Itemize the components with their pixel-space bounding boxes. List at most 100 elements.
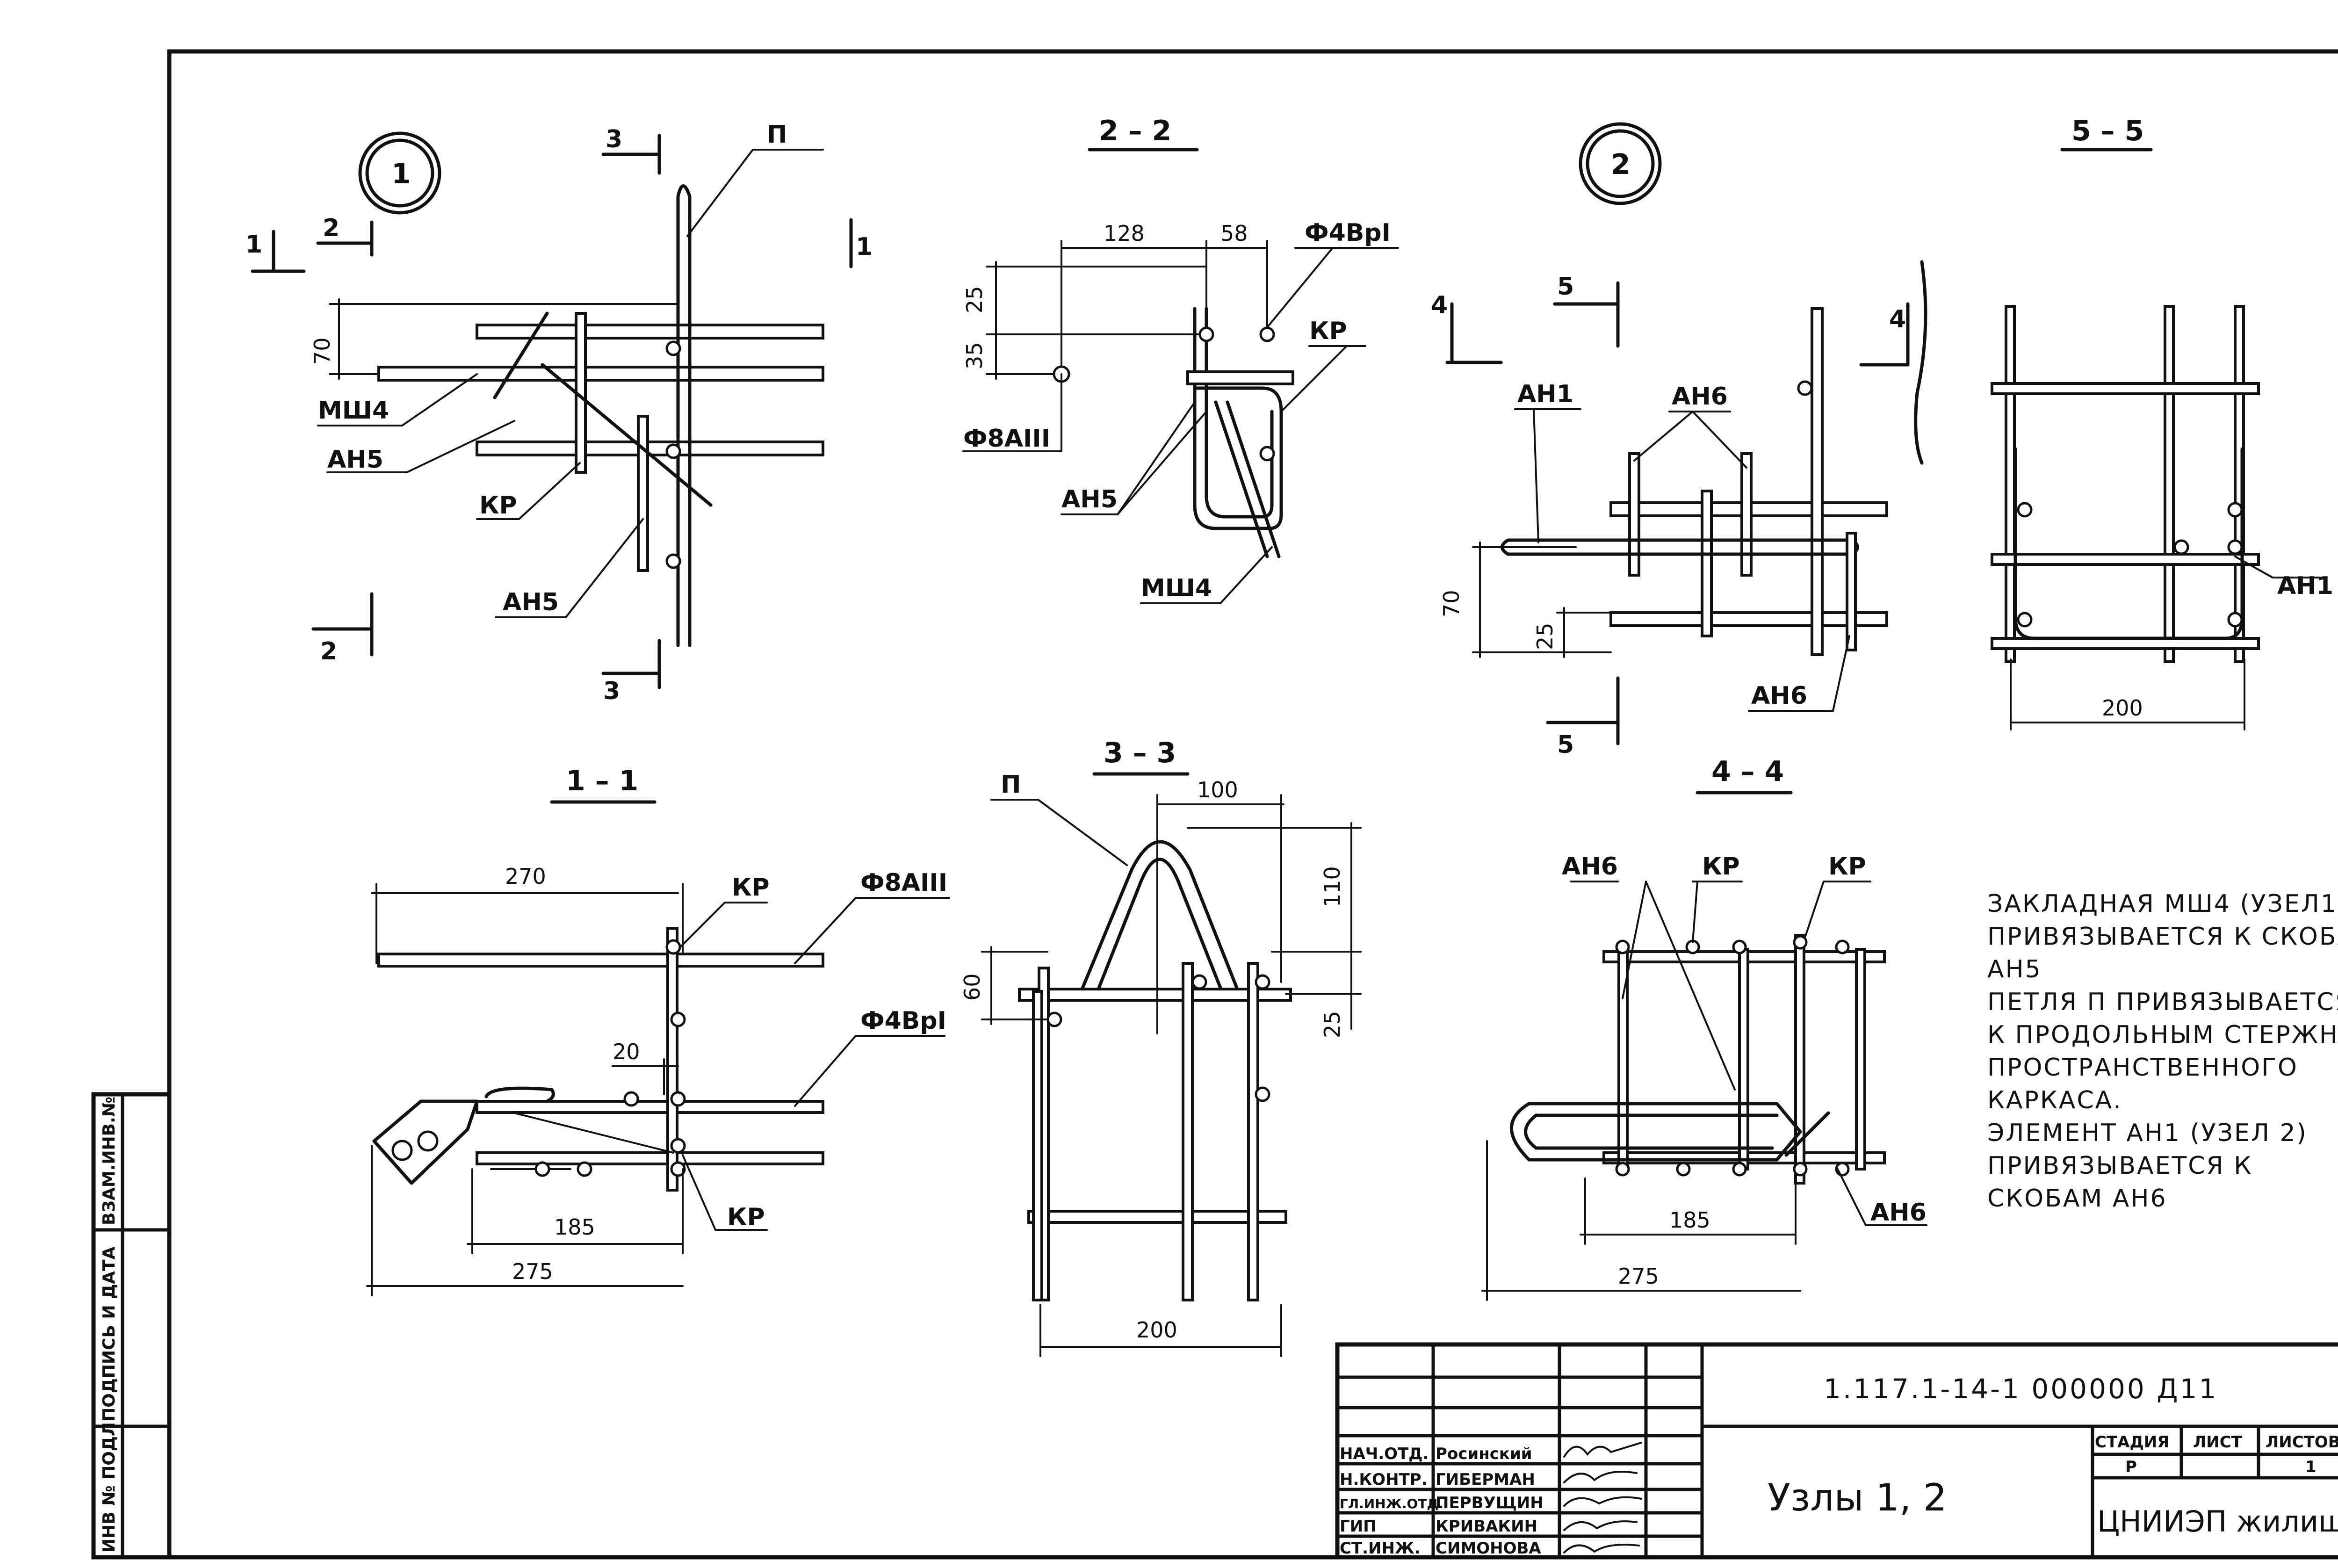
- stamp-replacing-inventory: ВЗАМ.ИНВ.№: [100, 1097, 119, 1225]
- section-3-3-title: 3 – 3: [1104, 737, 1176, 769]
- cut-4-left: 4: [1431, 291, 1448, 319]
- note-line-5: К ПРОДОЛЬНЫМ СТЕРЖНЯМ: [1987, 1021, 2338, 1049]
- dim-185-s11: 185: [554, 1214, 595, 1240]
- label-d4vp1-s11: Ф4ВрI: [860, 1007, 946, 1035]
- dim-35-s22: 35: [962, 342, 987, 369]
- signature-2: [1563, 1471, 1638, 1483]
- organization: ЦНИИЭП жилища: [2097, 1504, 2338, 1539]
- label-an5-s22: АН5: [1061, 485, 1118, 513]
- note-line-2: ПРИВЯЗЫВАЕТСЯ К СКОБАМ: [1987, 923, 2338, 951]
- cut-2-bottom: 2: [320, 637, 337, 665]
- name-head-dept: Росинский: [1436, 1445, 1532, 1463]
- sheets-value: 1: [2305, 1458, 2316, 1476]
- node-1-view: 1 1 2 3 1 2 3 70 П МШ4: [245, 121, 873, 705]
- note-line-7: КАРКАСА.: [1987, 1086, 2122, 1114]
- sheet-label: ЛИСТ: [2193, 1433, 2243, 1452]
- cut-1-left: 1: [245, 231, 262, 259]
- label-an1-node2: АН1: [1517, 380, 1573, 408]
- sheet-title: Узлы 1, 2: [1768, 1476, 1947, 1519]
- dim-60: 60: [960, 973, 985, 1001]
- cut-4-right: 4: [1889, 305, 1906, 333]
- role-norm-control: Н.КОНТР.: [1340, 1470, 1428, 1489]
- section-4-4: 4 – 4 АН6 КР КР АН6 185 275: [1481, 755, 1927, 1301]
- label-d4vp1-s22: Ф4ВрI: [1305, 219, 1391, 247]
- label-d8a3-s22: Ф8АIII: [963, 425, 1050, 453]
- section-2-2: 2 – 2 128 58 25 35 Ф8АIII КР Ф4ВрI АН5: [962, 115, 1399, 604]
- label-kr-s11-bottom: КР: [727, 1203, 765, 1231]
- note-line-9: ПРИВЯЗЫВАЕТСЯ К: [1987, 1152, 2252, 1180]
- side-stamp: ИНВ № ПОДЛ ПОДПИСЬ И ДАТА ВЗАМ.ИНВ.№: [91, 1092, 172, 1560]
- signature-1: [1563, 1442, 1642, 1458]
- dim-20: 20: [613, 1039, 640, 1064]
- note-line-3: АН5: [1987, 955, 2042, 983]
- stage-label: СТАДИЯ: [2095, 1433, 2169, 1452]
- cut-5-top: 5: [1557, 273, 1574, 301]
- label-kr-s44-left: КР: [1702, 853, 1740, 881]
- role-head-dept: НАЧ.ОТД.: [1340, 1445, 1429, 1463]
- section-1-1-title: 1 – 1: [566, 765, 638, 797]
- label-msh4-s22: МШ4: [1141, 574, 1212, 602]
- stage-value: Р: [2125, 1458, 2137, 1476]
- role-chief-eng-dept: ГЛ.ИНЖ.ОТД.: [1340, 1496, 1443, 1511]
- label-p-node1: П: [767, 121, 787, 149]
- name-chief-project-eng: КРИВАКИН: [1436, 1517, 1537, 1536]
- signature-3: [1563, 1496, 1642, 1507]
- cut-2-top: 2: [323, 214, 339, 242]
- label-msh4-node1: МШ4: [318, 397, 389, 425]
- label-an1-s55: АН1: [2277, 572, 2333, 600]
- dim-128: 128: [1104, 221, 1145, 246]
- label-kr-node1: КР: [479, 491, 517, 520]
- label-an6-node2-bottom: АН6: [1751, 682, 1807, 710]
- role-senior-eng: СТ.ИНЖ.: [1340, 1539, 1421, 1558]
- stamp-signature-date: ПОДПИСЬ И ДАТА: [100, 1246, 119, 1422]
- node-1-number: 1: [391, 158, 411, 190]
- node-2-view: 2 5 4 4 5 70 25 АН1 АН6 АН6: [1431, 122, 1927, 759]
- note-line-4: ПЕТЛЯ П ПРИВЯЗЫВАЕТСЯ: [1987, 988, 2338, 1016]
- note-line-6: ПРОСТРАНСТВЕННОГО: [1987, 1054, 2298, 1082]
- signature-4: [1563, 1520, 1638, 1531]
- label-an6-s44-bottom: АН6: [1870, 1199, 1927, 1227]
- cut-1-right: 1: [856, 233, 873, 261]
- label-d8a3-s11: Ф8АIII: [860, 869, 947, 897]
- name-senior-eng: СИМОНОВА: [1436, 1539, 1541, 1558]
- label-an6-s44-top: АН6: [1562, 853, 1618, 881]
- title-block: 1.117.1-14-1 000000 Д11 Узлы 1, 2 СТАДИЯ…: [1335, 1342, 2338, 1560]
- dim-25-s22: 25: [962, 286, 987, 313]
- note-line-8: ЭЛЕМЕНТ АН1 (УЗЕЛ 2): [1987, 1119, 2308, 1147]
- cut-3-top: 3: [606, 125, 622, 153]
- note-line-1: ЗАКЛАДНАЯ МШ4 (УЗЕЛ1): [1987, 890, 2338, 918]
- dim-110: 110: [1320, 866, 1345, 907]
- dim-200-s33: 200: [1136, 1317, 1177, 1343]
- label-kr-s11-top: КР: [732, 874, 770, 902]
- section-2-2-title: 2 – 2: [1099, 115, 1171, 147]
- dim-25-s33: 25: [1320, 1011, 1345, 1038]
- dim-185-s44: 185: [1669, 1207, 1710, 1233]
- stamp-inventory-original: ИНВ № ПОДЛ: [100, 1422, 119, 1553]
- dim-70-node2: 70: [1439, 590, 1464, 617]
- node-2-number: 2: [1611, 148, 1631, 181]
- dim-70-node1: 70: [310, 337, 335, 365]
- doc-code: 1.117.1-14-1 000000 Д11: [1824, 1373, 2218, 1405]
- dim-200-s55: 200: [2102, 695, 2143, 721]
- signature-5: [1563, 1544, 1640, 1554]
- label-kr-s44-right: КР: [1828, 853, 1866, 881]
- dim-100: 100: [1197, 777, 1238, 802]
- dim-275-s44: 275: [1618, 1264, 1659, 1289]
- sheets-label: ЛИСТОВ: [2266, 1433, 2338, 1452]
- label-an5-node1-b: АН5: [503, 588, 559, 616]
- name-chief-eng-dept: ПЕРВУЩИН: [1436, 1494, 1544, 1512]
- dim-270: 270: [505, 864, 546, 889]
- cut-5-bottom: 5: [1557, 731, 1574, 759]
- label-kr-s22: КР: [1309, 317, 1347, 345]
- name-norm-control: ГИБЕРМАН: [1436, 1470, 1535, 1489]
- section-1-1: 1 – 1 270 КР Ф8АIII Ф4ВрI КР 20 185: [366, 765, 950, 1296]
- section-4-4-title: 4 – 4: [1711, 755, 1784, 788]
- section-5-5-title: 5 – 5: [2071, 115, 2144, 147]
- dim-275-s11: 275: [512, 1259, 553, 1284]
- notes-block: ЗАКЛАДНАЯ МШ4 (УЗЕЛ1) ПРИВЯЗЫВАЕТСЯ К СК…: [1987, 890, 2338, 1213]
- section-3-3: 3 – 3 П 100 110 25 60 200: [960, 737, 1362, 1357]
- cut-3-bottom: 3: [603, 677, 620, 705]
- label-p-s33: П: [1001, 771, 1021, 799]
- dim-58: 58: [1220, 221, 1248, 246]
